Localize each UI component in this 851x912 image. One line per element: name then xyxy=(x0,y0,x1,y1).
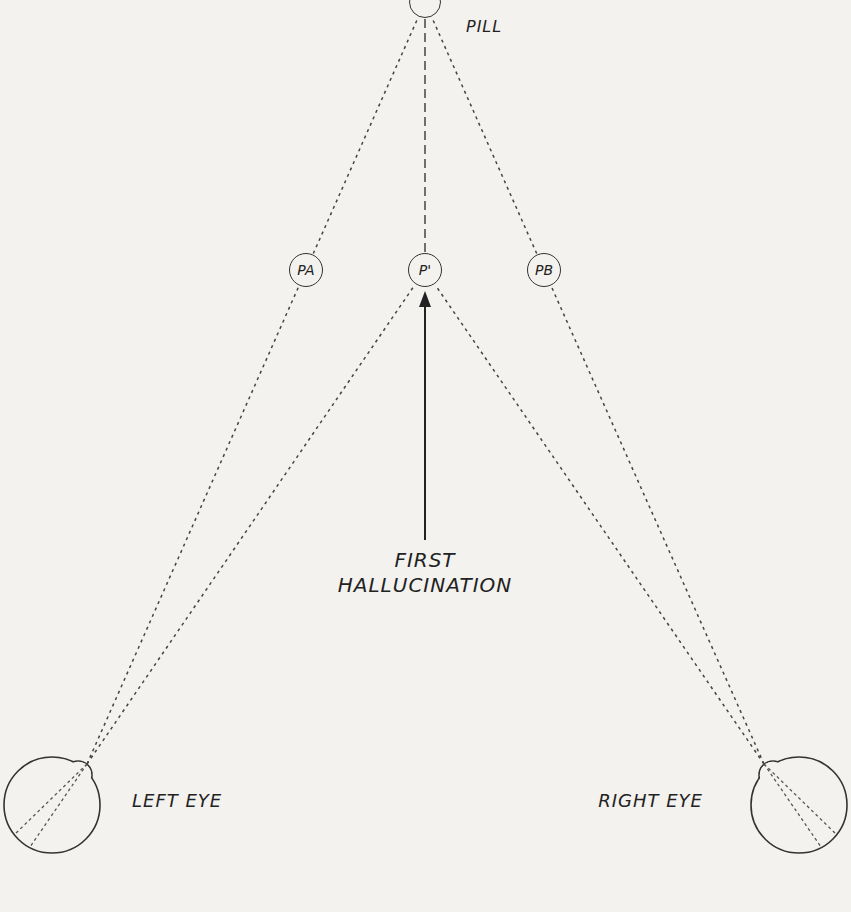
callout-label: FIRST HALLUCINATION xyxy=(338,548,513,598)
retina-ray xyxy=(764,764,837,835)
sight-line xyxy=(424,19,426,252)
pill-circle: PILL xyxy=(409,0,441,18)
eye-drawing xyxy=(2,755,102,855)
retina-ray xyxy=(30,764,87,847)
pointer-arrow-head xyxy=(419,291,431,307)
sight-line xyxy=(551,286,764,764)
sight-line xyxy=(313,18,418,254)
eyeball xyxy=(751,757,847,853)
image-circle: PA xyxy=(289,253,323,287)
retina-ray xyxy=(14,764,87,835)
shape-label: RIGHT EYE xyxy=(598,791,703,811)
pointer-arrow-shaft xyxy=(424,302,426,540)
sight-line xyxy=(87,285,415,764)
eye-drawing xyxy=(749,755,849,855)
image-circle: PB xyxy=(527,253,561,287)
circle-label: P' xyxy=(419,263,431,277)
cornea-fill xyxy=(65,762,91,788)
retina-ray xyxy=(764,764,821,847)
circle-label: PA xyxy=(297,263,314,277)
shape-label: PILL xyxy=(466,18,502,36)
sight-line xyxy=(87,286,299,764)
eye-outline: LEFT EYE xyxy=(2,755,102,855)
shape-label: LEFT EYE xyxy=(132,791,222,811)
eyeball xyxy=(4,757,100,853)
eye-outline: RIGHT EYE xyxy=(749,755,849,855)
image-circle: P' xyxy=(408,253,442,287)
sight-line xyxy=(435,285,764,764)
cornea-fill xyxy=(760,762,786,788)
circle-label: PB xyxy=(535,263,553,277)
sight-line xyxy=(432,18,537,254)
